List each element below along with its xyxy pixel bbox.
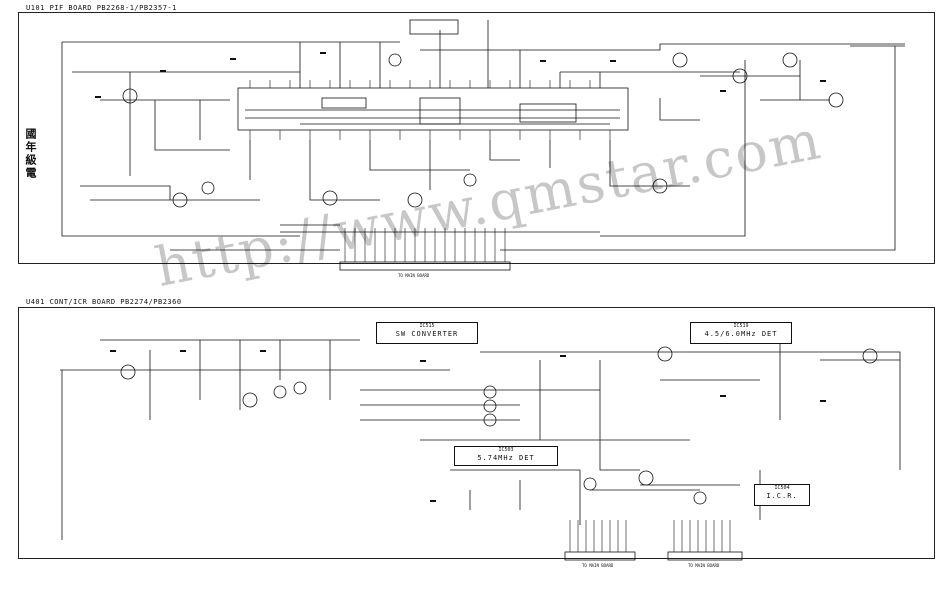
det-45-label: 4.5/6.0MHz DET bbox=[704, 330, 778, 338]
top-board-frame bbox=[18, 12, 935, 264]
board-stamp-text: 國年級電 bbox=[24, 128, 37, 180]
bottom-left-connector-label: TO MAIN BOARD bbox=[582, 563, 614, 568]
det-45-ic: IC519 4.5/6.0MHz DET bbox=[690, 322, 792, 344]
det-574-label: 5.74MHz DET bbox=[477, 454, 535, 462]
icr-label: I.C.R. bbox=[766, 492, 798, 500]
icr-ref: IC504 bbox=[774, 485, 790, 491]
bottom-board-title: U401 CONT/ICR BOARD PB2274/PB2360 bbox=[26, 298, 182, 306]
sw-converter-ref: IC515 bbox=[419, 323, 435, 329]
bottom-right-connector-label: TO MAIN BOARD bbox=[688, 563, 720, 568]
det-574-ref: IC503 bbox=[498, 447, 514, 453]
det-45-ref: IC519 bbox=[733, 323, 749, 329]
det-574-ic: IC503 5.74MHz DET bbox=[454, 446, 558, 466]
top-board-title: U101 PIF BOARD PB2268-1/PB2357-1 bbox=[26, 4, 177, 12]
top-connector-label: TO MAIN BOARD bbox=[398, 273, 430, 278]
bottom-board-frame bbox=[18, 307, 935, 559]
sw-converter-ic: IC515 SW CONVERTER bbox=[376, 322, 478, 344]
icr-ic: IC504 I.C.R. bbox=[754, 484, 810, 506]
sw-converter-label: SW CONVERTER bbox=[395, 330, 459, 338]
